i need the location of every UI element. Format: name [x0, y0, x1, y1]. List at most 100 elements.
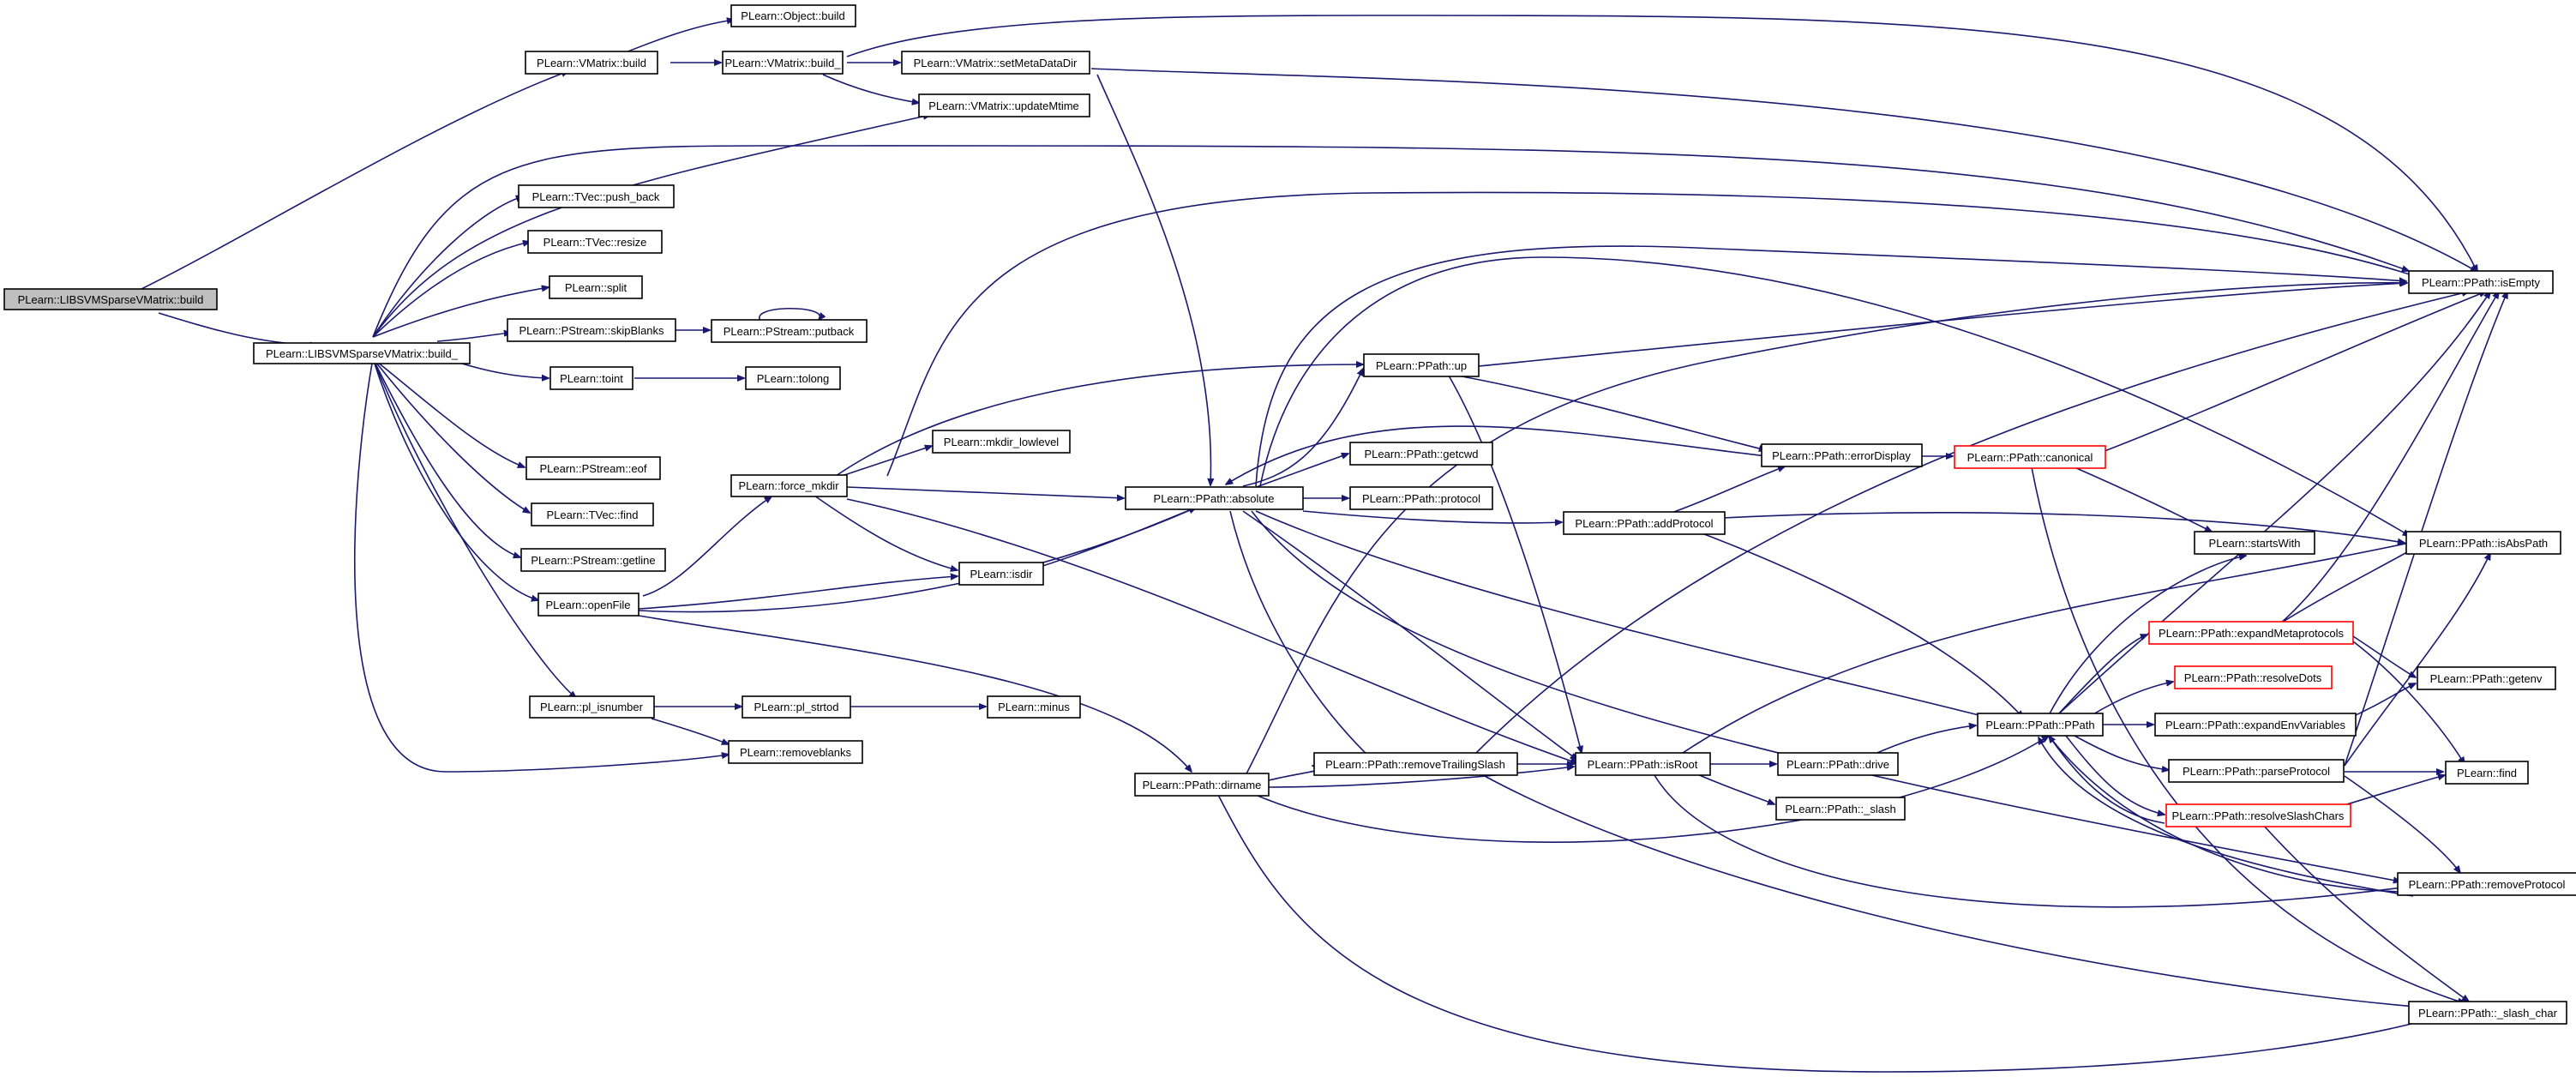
node-ppath-isempty[interactable]: PLearn::PPath::isEmpty [2408, 270, 2554, 294]
edge-absolute-addprotocol [1302, 510, 1562, 523]
node-label: PLearn::PPath::removeTrailingSlash [1325, 758, 1505, 771]
node-label: PLearn::removeblanks [740, 746, 852, 759]
node-libsvm-build[interactable]: PLearn::LIBSVMSparseVMatrix::build [3, 288, 218, 310]
node-label: PLearn::PPath::parseProtocol [2183, 765, 2330, 778]
edge-plisnumber-removeblanks [651, 718, 729, 744]
edge-canonical-isempty [2099, 292, 2486, 454]
node-object-build[interactable]: PLearn::Object::build [730, 4, 856, 27]
node-startswith[interactable]: PLearn::startsWith [2194, 531, 2315, 555]
node-openfile[interactable]: PLearn::openFile [537, 593, 639, 617]
edge-forcemkdir-mkdirlow [841, 446, 932, 477]
node-label: PLearn::LIBSVMSparseVMatrix::build [18, 293, 204, 306]
node-label: PLearn::VMatrix::build_ [724, 57, 841, 69]
node-mkdir-lowlevel[interactable]: PLearn::mkdir_lowlevel [932, 430, 1071, 454]
edge-build_-getline [372, 358, 520, 557]
node-ppath-ppath[interactable]: PLearn::PPath::PPath [1977, 713, 2104, 737]
node-force-mkdir[interactable]: PLearn::force_mkdir [730, 474, 848, 497]
node-tvec-resize[interactable]: PLearn::TVec::resize [527, 230, 663, 254]
node-label: PLearn::LIBSVMSparseVMatrix::build_ [266, 347, 459, 360]
node-label: PLearn::openFile [545, 599, 630, 611]
node-label: PLearn::PPath::canonical [1967, 451, 2093, 464]
node-ppath-addprotocol[interactable]: PLearn::PPath::addProtocol [1563, 511, 1726, 535]
edge-build_-skipblanks [436, 333, 511, 342]
node-vmatrix-updatemtime[interactable]: PLearn::VMatrix::updateMtime [918, 93, 1090, 117]
edge-removetrailing-slashchar [1482, 774, 2456, 1010]
node-minus[interactable]: PLearn::minus [987, 695, 1081, 719]
node-ppath-resolveslashchars[interactable]: PLearn::PPath::resolveSlashChars [2165, 803, 2351, 827]
node-vmatrix-build_[interactable]: PLearn::VMatrix::build_ [722, 51, 844, 75]
edge-absolute-ppath [1255, 510, 2006, 722]
edge-up-isroot [1448, 375, 1582, 753]
edge-absolute-isabspath [1259, 256, 2410, 536]
node-label: PLearn::PPath::errorDisplay [1772, 449, 1911, 462]
node-ppath-canonical[interactable]: PLearn::PPath::canonical [1954, 445, 2106, 469]
edge-errordisplay-absolute [1226, 425, 1767, 484]
node-pstream-skipblanks[interactable]: PLearn::PStream::skipBlanks [507, 318, 676, 342]
node-ppath-absolute[interactable]: PLearn::PPath::absolute [1125, 486, 1304, 510]
node-ppath-up[interactable]: PLearn::PPath::up [1363, 353, 1480, 377]
node-libsvm-build_[interactable]: PLearn::LIBSVMSparseVMatrix::build_ [253, 342, 471, 364]
node-vmatrix-build[interactable]: PLearn::VMatrix::build [525, 51, 658, 75]
node-label: PLearn::TVec::push_back [532, 190, 660, 203]
node-isdir[interactable]: PLearn::isdir [958, 562, 1044, 586]
node-ppath-removetrailingslash[interactable]: PLearn::PPath::removeTrailingSlash [1313, 752, 1518, 776]
node-ppath-errordisplay[interactable]: PLearn::PPath::errorDisplay [1761, 443, 1923, 467]
node-ppath-dirname[interactable]: PLearn::PPath::dirname [1134, 773, 1270, 797]
node-label: PLearn::PPath::drive [1786, 758, 1889, 771]
node-tolong[interactable]: PLearn::tolong [745, 366, 841, 390]
edge-absolute-isroot [1242, 510, 1577, 760]
node-label: PLearn::pl_isnumber [540, 701, 644, 713]
node-ppath-expandmetaprotocols[interactable]: PLearn::PPath::expandMetaprotocols [2148, 621, 2354, 645]
edge-expandmeta-find [2352, 641, 2465, 764]
node-tvec-find[interactable]: PLearn::TVec::find [531, 502, 654, 526]
node-ppath-slash-char[interactable]: PLearn::PPath::_slash_char [2408, 1001, 2567, 1025]
edge-canonical-slashchar [2031, 466, 2465, 1003]
edge-resolveslash-slashchar [2262, 824, 2469, 1002]
node-pl-strtod[interactable]: PLearn::pl_strtod [742, 695, 851, 719]
edges [141, 15, 2507, 1073]
node-ppath-getcwd[interactable]: PLearn::PPath::getcwd [1349, 442, 1493, 466]
edge-dirname-removetrailing [1268, 766, 1322, 781]
node-ppath-parseprotocol[interactable]: PLearn::PPath::parseProtocol [2168, 759, 2345, 783]
edge-ppath-resolvedots [2091, 682, 2173, 716]
edge-openfile-dirname [638, 615, 1192, 772]
node-label: PLearn::isdir [970, 568, 1034, 581]
node-ppath-resolvedots[interactable]: PLearn::PPath::resolveDots [2174, 665, 2333, 689]
node-label: PLearn::PPath::up [1376, 359, 1467, 372]
node-toint[interactable]: PLearn::toint [549, 366, 633, 390]
node-tvec-push_back[interactable]: PLearn::TVec::push_back [518, 184, 675, 208]
node-label: PLearn::PPath::expandMetaprotocols [2159, 627, 2345, 640]
edge-absolute-getcwd [1251, 454, 1348, 490]
edge-putback-self [759, 307, 820, 322]
edge-build_-resize [372, 242, 530, 338]
edge-addprotocol-ppath [1692, 529, 2023, 718]
node-vmatrix-setmetadatadir[interactable]: PLearn::VMatrix::setMetaDataDir [901, 51, 1090, 75]
node-pl-isnumber[interactable]: PLearn::pl_isnumber [529, 695, 655, 719]
nodes: PLearn::LIBSVMSparseVMatrix::build PLear… [3, 4, 2576, 1025]
edge-isroot-removeprotocol [1654, 774, 2409, 908]
node-ppath-removeprotocol[interactable]: PLearn::PPath::removeProtocol [2397, 872, 2576, 896]
node-ppath-isabspath[interactable]: PLearn::PPath::isAbsPath [2405, 531, 2561, 555]
node-ppath-getenv[interactable]: PLearn::PPath::getenv [2417, 666, 2556, 690]
node-ppath-slash[interactable]: PLearn::PPath::_slash [1775, 797, 1906, 821]
node-pstream-getline[interactable]: PLearn::PStream::getline [520, 548, 666, 572]
edge-dirname-isroot [1268, 767, 1574, 788]
node-ppath-protocol[interactable]: PLearn::PPath::protocol [1349, 486, 1493, 510]
node-ppath-drive[interactable]: PLearn::PPath::drive [1777, 752, 1899, 776]
node-removeblanks[interactable]: PLearn::removeblanks [728, 740, 863, 764]
edge-build_-removeblanks [354, 358, 729, 773]
node-pstream-eof[interactable]: PLearn::PStream::eof [525, 456, 661, 480]
edge-vmbuild_-isempty [846, 15, 2477, 272]
node-pstream-putback[interactable]: PLearn::PStream::putback [711, 319, 868, 343]
node-label: PLearn::PPath::expandEnvVariables [2165, 719, 2346, 731]
node-ppath-isroot[interactable]: PLearn::PPath::isRoot [1575, 752, 1711, 776]
node-split[interactable]: PLearn::split [549, 275, 643, 299]
node-label: PLearn::VMatrix::setMetaDataDir [914, 57, 1078, 69]
node-label: PLearn::PPath::getenv [2430, 672, 2543, 685]
node-find[interactable]: PLearn::find [2445, 761, 2529, 785]
node-label: PLearn::mkdir_lowlevel [944, 436, 1060, 448]
edge-absolute-up [1242, 369, 1363, 487]
edge-addprotocol-isabspath [1722, 512, 2405, 543]
node-ppath-expandenvvariables[interactable]: PLearn::PPath::expandEnvVariables [2154, 713, 2357, 737]
node-label: PLearn::startsWith [2209, 537, 2301, 550]
